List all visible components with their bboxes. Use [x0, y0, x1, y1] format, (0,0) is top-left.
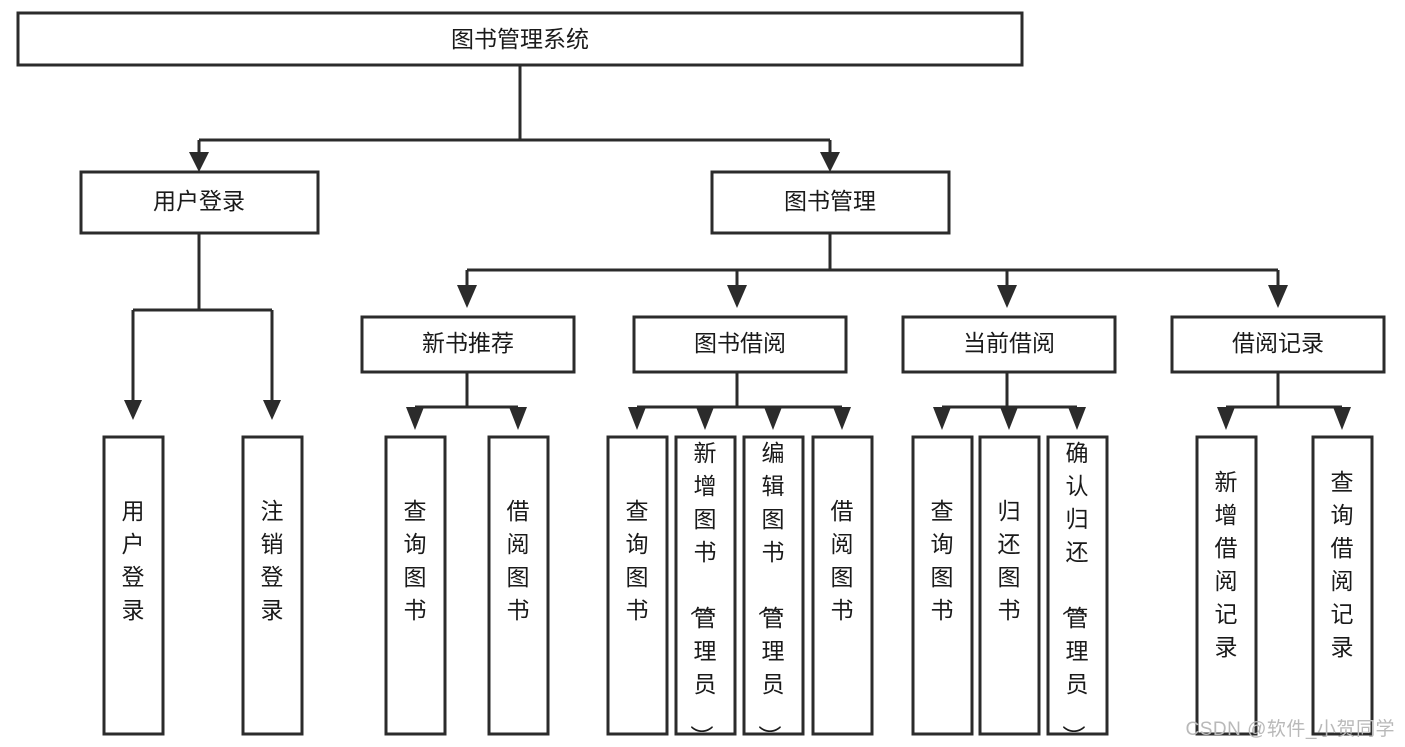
- node-current-borrow[interactable]: 当前借阅: [901, 315, 1117, 374]
- node-label: 新书推荐: [422, 330, 514, 356]
- node-leaf-book-borrow-add-book-admin[interactable]: 新增图书（管理员）: [674, 435, 737, 747]
- node-leaf-new-book-borrow-book[interactable]: 借阅图书: [487, 435, 550, 736]
- arrowhead-user-login: [189, 152, 209, 172]
- node-user-login[interactable]: 用户登录: [79, 170, 320, 235]
- node-label: 借阅记录: [1232, 330, 1324, 356]
- node-leaf-book-borrow-edit-book-admin[interactable]: 编辑图书（管理员）: [742, 435, 805, 747]
- arrowhead-current-borrow-leaf-2: [1000, 407, 1018, 430]
- arrowhead-borrow-record-leaf-1: [1217, 407, 1235, 430]
- node-box[interactable]: [742, 435, 805, 736]
- node-label: 查询图书: [626, 498, 649, 623]
- node-label: 查询图书: [931, 498, 954, 623]
- arrowhead-book-borrow: [727, 285, 747, 308]
- arrowhead-book-borrow-leaf-4: [833, 407, 851, 430]
- arrowhead-borrow-record-leaf-2: [1333, 407, 1351, 430]
- arrowhead-current-borrow-leaf-3: [1068, 407, 1086, 430]
- node-label: 用户登录: [153, 188, 245, 214]
- arrowhead-user-login-leaf-1: [124, 400, 142, 420]
- node-leaf-book-borrow-query-book[interactable]: 查询图书: [606, 435, 669, 736]
- node-box[interactable]: [1046, 435, 1109, 736]
- node-box[interactable]: [811, 435, 874, 736]
- node-box[interactable]: [1170, 315, 1386, 374]
- node-box[interactable]: [632, 315, 848, 374]
- node-box[interactable]: [487, 435, 550, 736]
- arrowhead-current-borrow: [997, 285, 1017, 308]
- node-box[interactable]: [384, 435, 447, 736]
- node-box[interactable]: [606, 435, 669, 736]
- node-box[interactable]: [978, 435, 1041, 736]
- node-label: 新增图书（管理员）: [689, 440, 717, 747]
- node-box[interactable]: [1195, 435, 1258, 736]
- arrowhead-new-book-leaf-1: [406, 407, 424, 430]
- node-box[interactable]: [710, 170, 951, 235]
- node-leaf-new-book-query-book[interactable]: 查询图书: [384, 435, 447, 736]
- arrowhead-borrow-record: [1268, 285, 1288, 308]
- node-label: 图书管理: [784, 188, 876, 214]
- arrowhead-user-login-leaf-2: [263, 400, 281, 420]
- node-root-book-management-system[interactable]: 图书管理系统: [16, 11, 1024, 67]
- node-leaf-current-borrow-confirm-return-admin[interactable]: 确认归还（管理员）: [1046, 435, 1109, 747]
- node-leaf-current-borrow-return-book[interactable]: 归还图书: [978, 435, 1041, 736]
- node-box[interactable]: [241, 435, 304, 736]
- node-label: 图书管理系统: [451, 26, 589, 52]
- node-leaf-current-borrow-query-book[interactable]: 查询图书: [911, 435, 974, 736]
- node-label: 借阅图书: [831, 498, 854, 623]
- arrowhead-book-borrow-leaf-2: [696, 407, 714, 430]
- arrowhead-new-book-recommend: [457, 285, 477, 308]
- node-box[interactable]: [1311, 435, 1374, 736]
- node-label: 注销登录: [261, 498, 284, 623]
- node-book-borrow[interactable]: 图书借阅: [632, 315, 848, 374]
- node-label: 新增借阅记录: [1215, 469, 1238, 660]
- arrowhead-book-borrow-leaf-1: [628, 407, 646, 430]
- node-label: 图书借阅: [694, 330, 786, 356]
- node-label: 查询借阅记录: [1331, 469, 1354, 660]
- node-box[interactable]: [674, 435, 737, 736]
- node-label: 编辑图书（管理员）: [757, 440, 785, 747]
- node-new-book-recommend[interactable]: 新书推荐: [360, 315, 576, 374]
- node-label: 归还图书: [998, 498, 1021, 623]
- node-leaf-borrow-record-add-record[interactable]: 新增借阅记录: [1195, 435, 1258, 736]
- node-box[interactable]: [79, 170, 320, 235]
- arrowhead-new-book-leaf-2: [509, 407, 527, 430]
- arrowhead-book-borrow-leaf-3: [764, 407, 782, 430]
- node-box[interactable]: [360, 315, 576, 374]
- node-label: 查询图书: [404, 498, 427, 623]
- node-leaf-book-borrow-borrow-book[interactable]: 借阅图书: [811, 435, 874, 736]
- node-label: 确认归还（管理员）: [1061, 440, 1089, 747]
- arrowhead-book-mgmt: [820, 152, 840, 172]
- node-box[interactable]: [901, 315, 1117, 374]
- node-label: 用户登录: [122, 498, 145, 623]
- node-label: 当前借阅: [963, 330, 1055, 356]
- connector-layer: [124, 65, 1351, 430]
- node-box[interactable]: [102, 435, 165, 736]
- node-leaf-user-login-login[interactable]: 用户登录: [102, 435, 165, 736]
- node-leaf-borrow-record-query-record[interactable]: 查询借阅记录: [1311, 435, 1374, 736]
- node-leaf-user-login-logout[interactable]: 注销登录: [241, 435, 304, 736]
- node-label: 借阅图书: [507, 498, 530, 623]
- node-box[interactable]: [911, 435, 974, 736]
- node-book-management[interactable]: 图书管理: [710, 170, 951, 235]
- node-box[interactable]: [16, 11, 1024, 67]
- arrowhead-current-borrow-leaf-1: [933, 407, 951, 430]
- node-borrow-record[interactable]: 借阅记录: [1170, 315, 1386, 374]
